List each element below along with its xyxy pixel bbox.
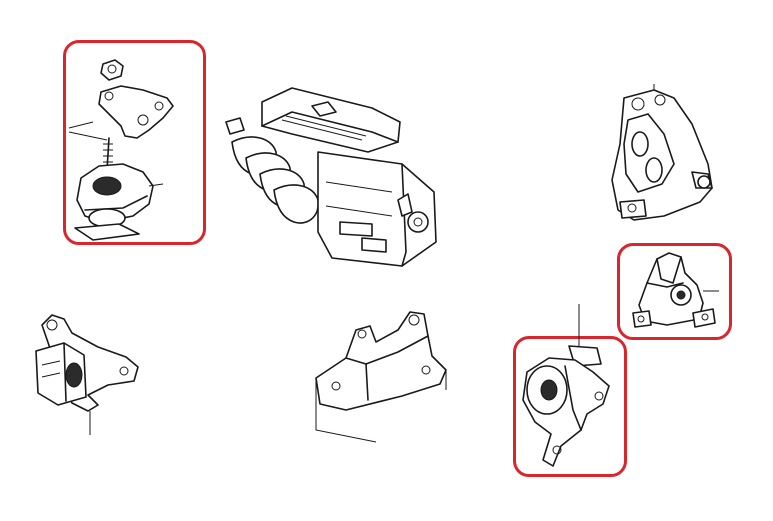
highlight-box-transmission-mount <box>513 336 627 477</box>
engine-block <box>225 87 437 267</box>
front-mount-bracket-assembly <box>68 59 174 241</box>
upper-torque-bracket <box>611 84 713 221</box>
lower-mount-bracket <box>315 311 447 443</box>
highlight-box-front-mount <box>63 40 206 245</box>
transmission-mount <box>522 304 610 467</box>
side-mount-bracket <box>35 314 139 435</box>
highlight-box-rear-mount <box>617 243 732 340</box>
rear-mount <box>632 252 719 328</box>
